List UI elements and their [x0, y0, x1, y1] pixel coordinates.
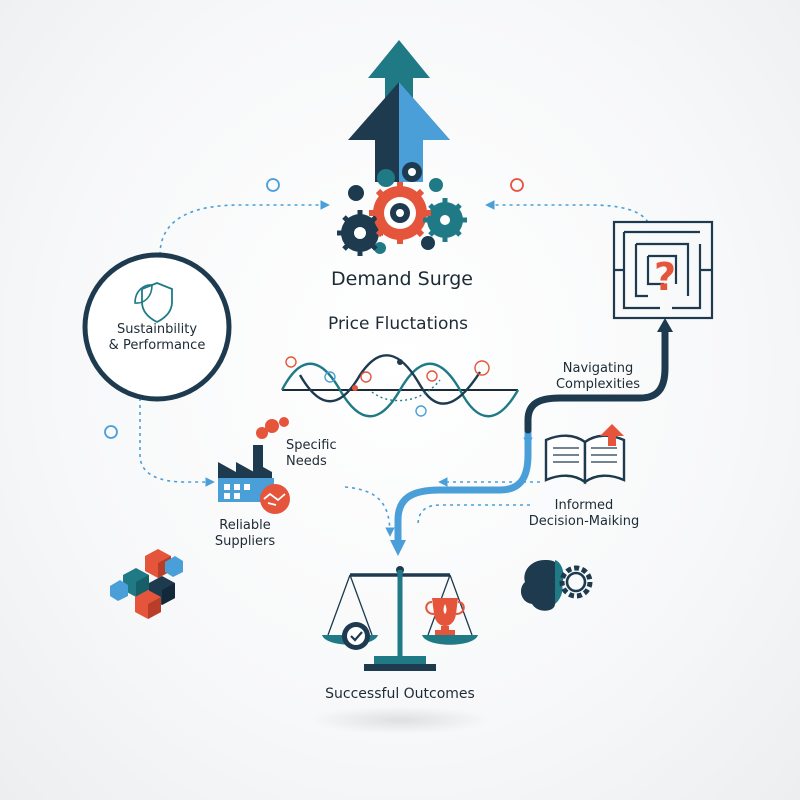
- brain-gear-icon: [520, 560, 593, 611]
- deco-dot-red-top: [510, 178, 524, 192]
- factory-handshake-icon: [218, 417, 290, 514]
- navigating-line1: Navigating: [562, 361, 634, 376]
- leaf-shield-icon: [134, 282, 173, 324]
- dollar-coin-icon: [285, 356, 490, 417]
- maze-question-icon: ?: [612, 220, 714, 320]
- diagram-title: Demand Surge: [331, 268, 473, 290]
- scale-shadow: [310, 706, 490, 734]
- connector-sustain-to-factory: [139, 398, 215, 487]
- specific-needs-line2: Needs: [286, 453, 327, 469]
- sustainability-label-line1: Sustainbility: [116, 322, 198, 337]
- reliable-suppliers-label: Reliable Suppliers: [215, 518, 275, 549]
- connector-sustain-to-top: [159, 200, 330, 256]
- svg-text:?: ?: [654, 255, 676, 299]
- sustainability-label-line2: & Performance: [108, 337, 206, 353]
- open-book-arrow-icon: [544, 424, 626, 485]
- informed-line2: Decision-Maiking: [528, 513, 640, 529]
- deco-dot-blue-left: [104, 425, 118, 439]
- informed-line1: Informed: [554, 498, 614, 513]
- balance-scale-icon: [322, 566, 478, 671]
- trophy-icon: [425, 598, 465, 635]
- navigating-label: Navigating Complexities: [556, 361, 640, 392]
- sustainability-label: Sustainbility & Performance: [109, 322, 206, 353]
- navigating-line2: Complexities: [555, 376, 641, 392]
- successful-outcomes-label: Successful Outcomes: [325, 686, 475, 702]
- connector-informed-to-path: [417, 504, 530, 526]
- diagram-subtitle: Price Fluctations: [327, 314, 469, 334]
- reliable-suppliers-line1: Reliable: [219, 518, 271, 533]
- specific-needs-label: Specific Needs: [286, 438, 337, 469]
- price-wave-icon: [280, 354, 520, 418]
- specific-needs-line1: Specific: [286, 438, 337, 453]
- cubes-icon: [110, 549, 183, 619]
- deco-dot-blue-top: [266, 178, 280, 192]
- handshake-icon: [260, 484, 290, 514]
- reliable-suppliers-line2: Suppliers: [214, 533, 276, 549]
- check-gear-icon: [342, 622, 370, 650]
- connector-needs-to-scale: [344, 486, 395, 537]
- main-flow-path: [390, 318, 673, 556]
- informed-label: Informed Decision-Maiking: [529, 498, 639, 529]
- sustainability-node: [82, 252, 232, 402]
- connector-maze-to-top: [485, 200, 649, 223]
- growth-arrow-gears-icon: [337, 40, 467, 256]
